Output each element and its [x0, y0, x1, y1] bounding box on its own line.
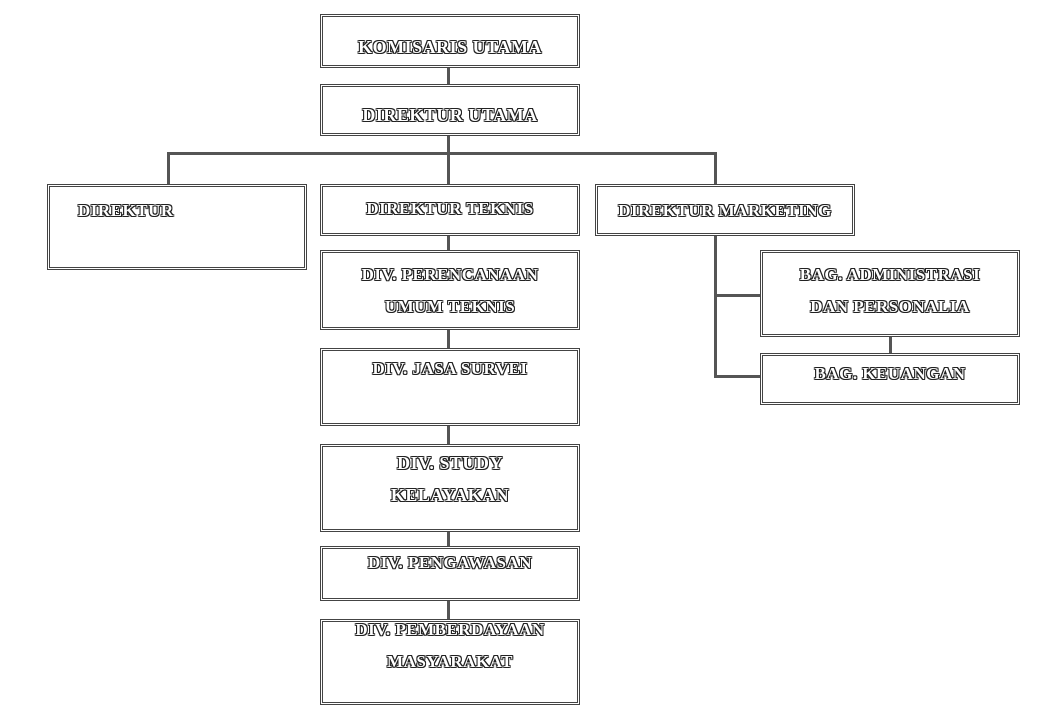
- box-direktur: DIREKTUR: [47, 184, 307, 270]
- connector-directors-bus: [167, 152, 717, 155]
- connector-marketing-keuangan: [714, 375, 762, 378]
- label-bag-administrasi-line1: BAG. ADMINISTRASI: [799, 265, 981, 284]
- connector-marketing-branch: [714, 234, 717, 378]
- box-div-pemberdayaan: DIV. PEMBERDAYAAN MASYARAKAT: [320, 619, 580, 705]
- connector-teknis-perencanaan: [447, 234, 450, 252]
- connector-marketing-administrasi: [714, 294, 762, 297]
- label-direktur-marketing: DIREKTUR MARKETING: [618, 201, 832, 220]
- label-direktur-utama: DIREKTUR UTAMA: [362, 105, 538, 125]
- connector-administrasi-keuangan: [889, 335, 892, 355]
- connector-study-pengawasan: [447, 530, 450, 548]
- label-div-study-line1: DIV. STUDY: [397, 453, 503, 473]
- connector-bus-direktur-marketing: [714, 152, 717, 186]
- connector-bus-direktur: [167, 152, 170, 186]
- label-komisaris-utama: KOMISARIS UTAMA: [358, 37, 542, 57]
- box-div-study: DIV. STUDY KELAYAKAN: [320, 444, 580, 532]
- label-div-pemberdayaan-line1: DIV. PEMBERDAYAAN: [355, 620, 545, 639]
- box-div-pengawasan: DIV. PENGAWASAN: [320, 546, 580, 601]
- connector-bus-direktur-teknis: [447, 152, 450, 186]
- label-div-pengawasan: DIV. PENGAWASAN: [368, 553, 532, 572]
- label-direktur-teknis: DIREKTUR TEKNIS: [366, 199, 534, 218]
- connector-perencanaan-survei: [447, 328, 450, 350]
- connector-komisaris-direktur-utama: [447, 66, 450, 86]
- label-bag-keuangan: BAG. KEUANGAN: [814, 364, 966, 383]
- box-bag-administrasi: BAG. ADMINISTRASI DAN PERSONALIA: [760, 250, 1020, 337]
- label-div-study-line2: KELAYAKAN: [390, 485, 510, 505]
- box-direktur-marketing: DIREKTUR MARKETING: [595, 184, 855, 236]
- connector-direktur-utama-bus: [447, 134, 450, 154]
- label-div-pemberdayaan-line2: MASYARAKAT: [387, 652, 513, 671]
- label-div-perencanaan-line1: DIV. PERENCANAAN: [361, 265, 539, 284]
- box-div-jasa-survei: DIV. JASA SURVEI: [320, 348, 580, 426]
- label-div-perencanaan-line2: UMUM TEKNIS: [384, 297, 516, 316]
- box-div-perencanaan: DIV. PERENCANAAN UMUM TEKNIS: [320, 250, 580, 330]
- box-direktur-teknis: DIREKTUR TEKNIS: [320, 184, 580, 236]
- connector-survei-study: [447, 424, 450, 446]
- connector-pengawasan-pemberdayaan: [447, 599, 450, 621]
- label-direktur: DIREKTUR: [78, 201, 174, 220]
- box-direktur-utama: DIREKTUR UTAMA: [320, 84, 580, 136]
- box-komisaris-utama: KOMISARIS UTAMA: [320, 14, 580, 68]
- box-bag-keuangan: BAG. KEUANGAN: [760, 353, 1020, 405]
- label-div-jasa-survei: DIV. JASA SURVEI: [372, 359, 528, 378]
- label-bag-administrasi-line2: DAN PERSONALIA: [810, 297, 970, 316]
